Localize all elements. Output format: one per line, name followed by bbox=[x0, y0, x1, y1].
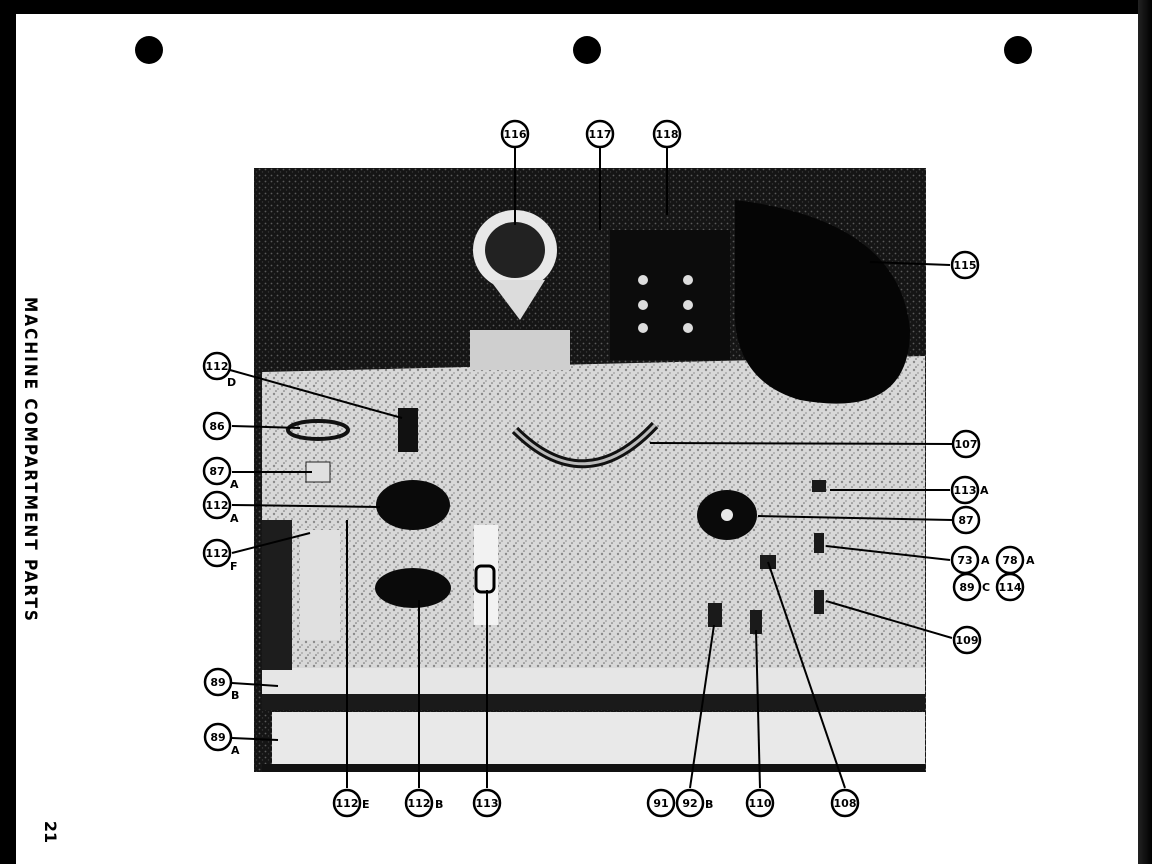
callout-92b: 92 B bbox=[675, 788, 713, 818]
svg-text:87: 87 bbox=[958, 514, 973, 527]
svg-text:112: 112 bbox=[408, 797, 431, 810]
svg-text:108: 108 bbox=[834, 797, 857, 810]
callout-107: 107 bbox=[951, 429, 981, 459]
callout-118: 118 bbox=[652, 119, 682, 149]
svg-text:F: F bbox=[230, 560, 238, 573]
svg-text:B: B bbox=[705, 798, 713, 811]
svg-text:89: 89 bbox=[959, 581, 974, 594]
svg-text:107: 107 bbox=[955, 438, 978, 451]
svg-text:A: A bbox=[980, 484, 989, 497]
binder-hole-left bbox=[135, 36, 163, 64]
svg-text:89: 89 bbox=[210, 731, 225, 744]
svg-text:A: A bbox=[1026, 554, 1035, 567]
svg-text:110: 110 bbox=[749, 797, 772, 810]
callout-116: 116 bbox=[500, 119, 530, 149]
callout-108: 108 bbox=[830, 788, 860, 818]
svg-text:C: C bbox=[982, 581, 990, 594]
svg-text:112: 112 bbox=[336, 797, 359, 810]
svg-text:116: 116 bbox=[504, 128, 527, 141]
svg-text:113: 113 bbox=[476, 797, 499, 810]
compartment-photo bbox=[254, 168, 926, 772]
svg-text:115: 115 bbox=[954, 259, 977, 272]
callout-73a: 73 A bbox=[950, 545, 990, 575]
callout-91: 91 bbox=[646, 788, 676, 818]
callout-114: 114 bbox=[995, 572, 1025, 602]
callout-89b: 89B bbox=[203, 667, 239, 702]
svg-text:114: 114 bbox=[999, 581, 1022, 594]
callout-109: 109 bbox=[952, 625, 982, 655]
binder-hole-center bbox=[573, 36, 601, 64]
svg-text:92: 92 bbox=[682, 797, 697, 810]
callout-115: 115 bbox=[950, 250, 980, 280]
svg-text:86: 86 bbox=[209, 420, 225, 433]
callout-117: 117 bbox=[585, 119, 615, 149]
svg-text:109: 109 bbox=[956, 634, 979, 647]
svg-text:D: D bbox=[227, 376, 236, 389]
binder-hole-right bbox=[1004, 36, 1032, 64]
svg-text:A: A bbox=[981, 554, 990, 567]
svg-text:118: 118 bbox=[656, 128, 679, 141]
callout-87a: 87A bbox=[202, 456, 239, 491]
svg-text:A: A bbox=[230, 478, 239, 491]
callout-113: 113 bbox=[472, 788, 502, 818]
callout-78a: 78 A bbox=[995, 545, 1035, 575]
svg-text:112: 112 bbox=[206, 499, 229, 512]
svg-text:B: B bbox=[435, 798, 443, 811]
svg-text:A: A bbox=[230, 512, 239, 525]
svg-text:A: A bbox=[231, 744, 240, 757]
callout-86: 86 bbox=[202, 411, 232, 441]
svg-text:112: 112 bbox=[206, 547, 229, 560]
callout-110: 110 bbox=[745, 788, 775, 818]
callout-89c: 89 C bbox=[952, 572, 990, 602]
svg-text:112: 112 bbox=[206, 360, 229, 373]
page-top-edge bbox=[0, 0, 1152, 14]
svg-text:B: B bbox=[231, 689, 239, 702]
svg-text:113: 113 bbox=[954, 484, 977, 497]
leader-lines bbox=[229, 148, 953, 789]
svg-text:78: 78 bbox=[1002, 554, 1017, 567]
callout-89a: 89A bbox=[203, 722, 240, 757]
svg-text:91: 91 bbox=[653, 797, 668, 810]
svg-text:117: 117 bbox=[589, 128, 612, 141]
svg-text:E: E bbox=[362, 798, 370, 811]
svg-text:73: 73 bbox=[957, 554, 972, 567]
svg-text:89: 89 bbox=[210, 676, 225, 689]
callout-87: 87 bbox=[951, 505, 981, 535]
svg-text:87: 87 bbox=[209, 465, 224, 478]
callout-112b: 112 B bbox=[404, 788, 443, 818]
page-right-edge bbox=[1138, 0, 1152, 864]
page-left-edge bbox=[0, 0, 16, 864]
